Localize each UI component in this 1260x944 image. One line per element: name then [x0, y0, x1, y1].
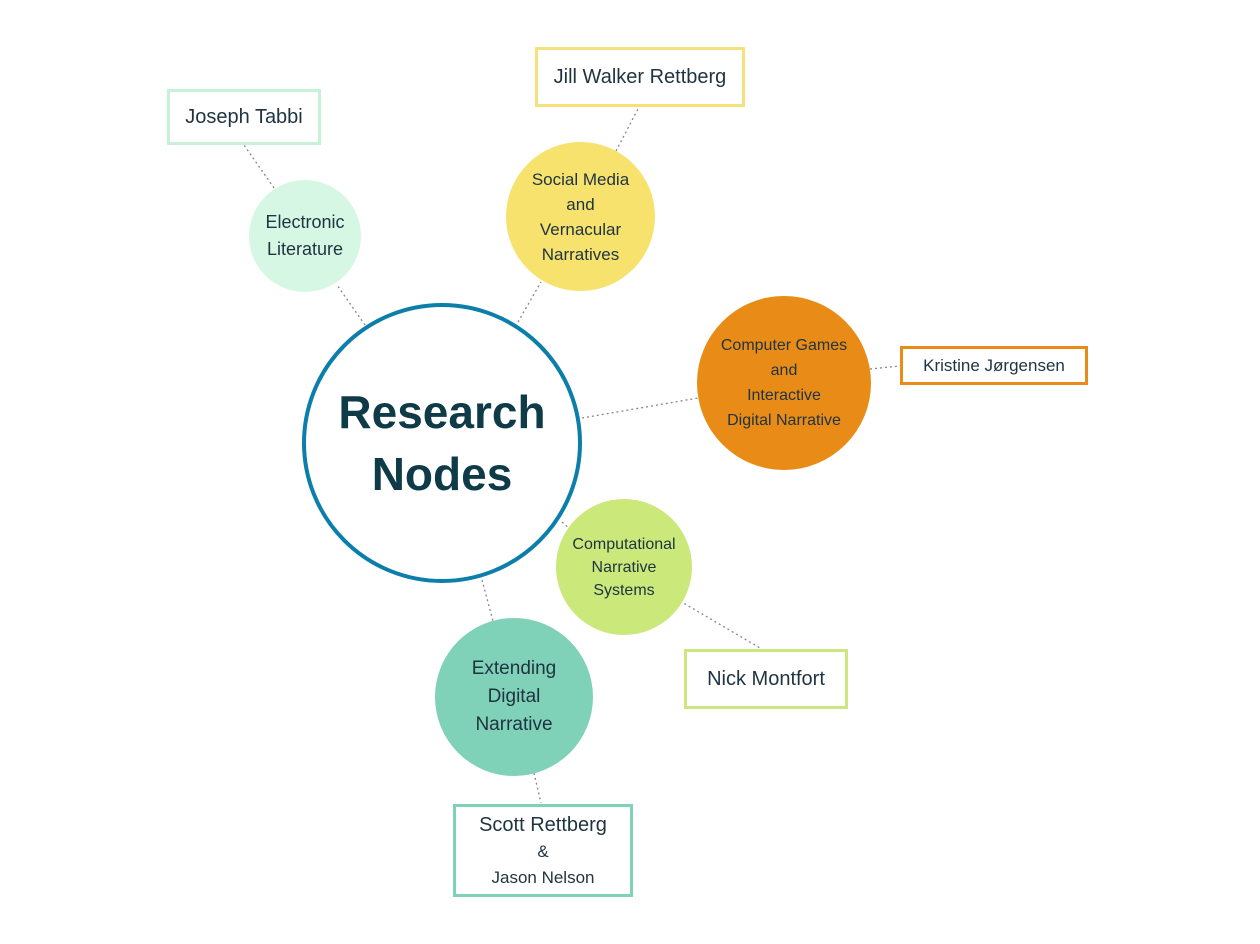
person-label: Jill Walker Rettberg: [553, 65, 727, 88]
link-social-jill: [615, 106, 640, 152]
person-jill-walker-rettberg[interactable]: Jill Walker Rettberg: [535, 47, 745, 107]
node-label: Electronic Literature: [265, 212, 345, 259]
node-computer-games[interactable]: Computer Games and Interactive Digital N…: [697, 296, 871, 470]
link-ext-scott: [533, 772, 542, 804]
link-games-kristine: [869, 365, 901, 370]
person-kristine-jorgensen[interactable]: Kristine Jørgensen: [900, 346, 1088, 385]
link-center-social: [517, 281, 542, 323]
person-label-scott: Scott Rettberg: [479, 813, 607, 836]
link-center-elit: [336, 284, 366, 326]
person-nick-montfort[interactable]: Nick Montfort: [684, 649, 848, 709]
link-elit-tabbi: [243, 144, 275, 189]
person-joseph-tabbi[interactable]: Joseph Tabbi: [167, 89, 321, 145]
node-label: Computer Games and Interactive Digital N…: [720, 337, 848, 429]
person-label-ampersand: &: [537, 841, 549, 861]
person-label: Joseph Tabbi: [185, 105, 303, 128]
research-nodes-center: Research Nodes: [302, 303, 582, 583]
center-title: Research Nodes: [338, 386, 546, 500]
node-computational-narrative[interactable]: Computational Narrative Systems: [556, 499, 692, 635]
link-center-ext: [481, 579, 494, 622]
node-label: Computational Narrative Systems: [572, 535, 676, 599]
person-scott-rettberg-jason-nelson[interactable]: Scott Rettberg & Jason Nelson: [453, 804, 633, 897]
node-extending-digital-narrative[interactable]: Extending Digital Narrative: [435, 618, 593, 776]
node-label: Social Media and Vernacular Narratives: [531, 169, 630, 264]
link-comp-nick: [679, 600, 761, 649]
person-label-jason: Jason Nelson: [491, 867, 595, 887]
person-label: Nick Montfort: [707, 667, 825, 690]
node-electronic-literature[interactable]: Electronic Literature: [249, 180, 361, 292]
person-label: Kristine Jørgensen: [923, 355, 1065, 375]
node-social-media[interactable]: Social Media and Vernacular Narratives: [506, 142, 655, 291]
link-center-games: [581, 397, 699, 419]
node-label: Extending Digital Narrative: [471, 658, 557, 735]
